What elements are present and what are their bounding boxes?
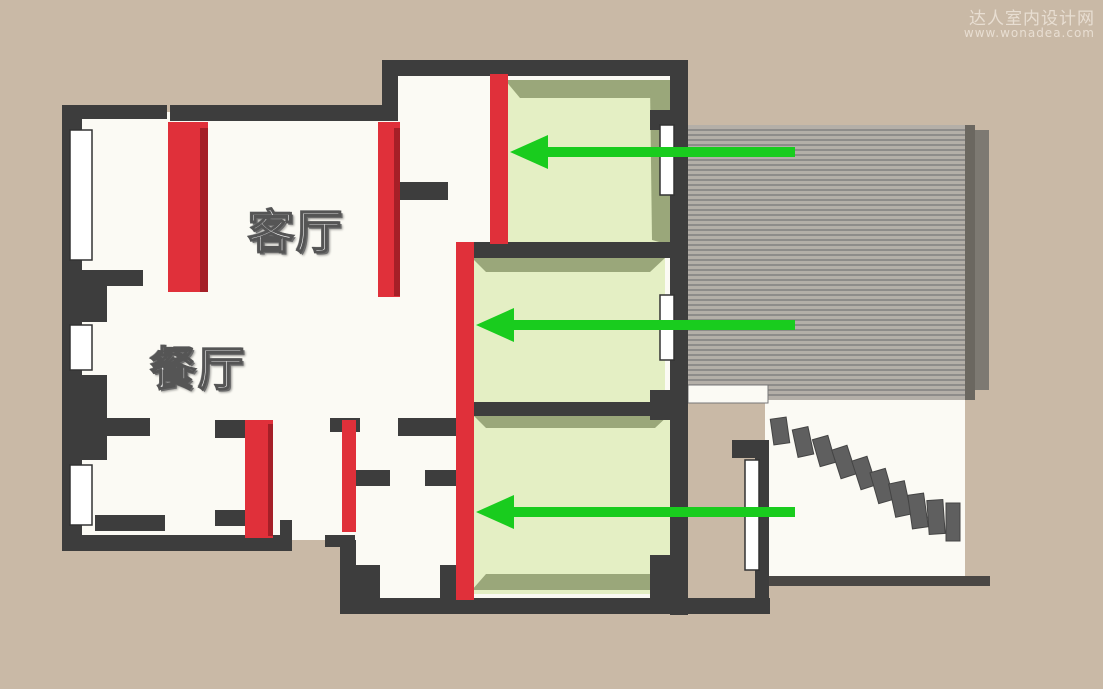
watermark-url: www.wonadea.com bbox=[963, 26, 1095, 40]
deck bbox=[680, 125, 968, 400]
arrow-middle bbox=[476, 308, 795, 342]
watermark-title: 达人室内设计网 bbox=[969, 9, 1095, 29]
arrows bbox=[476, 135, 795, 529]
room-label-living: 客厅 bbox=[247, 204, 344, 260]
green-room-top bbox=[505, 80, 670, 245]
arrow-bottom bbox=[476, 495, 795, 529]
courtyard-floor bbox=[765, 400, 965, 578]
arrow-top bbox=[510, 135, 795, 169]
room-label-dining: 餐厅 bbox=[149, 341, 246, 397]
courtyard-edge bbox=[687, 384, 769, 404]
highlighted-walls bbox=[168, 74, 508, 600]
stepping-stones bbox=[769, 416, 961, 542]
